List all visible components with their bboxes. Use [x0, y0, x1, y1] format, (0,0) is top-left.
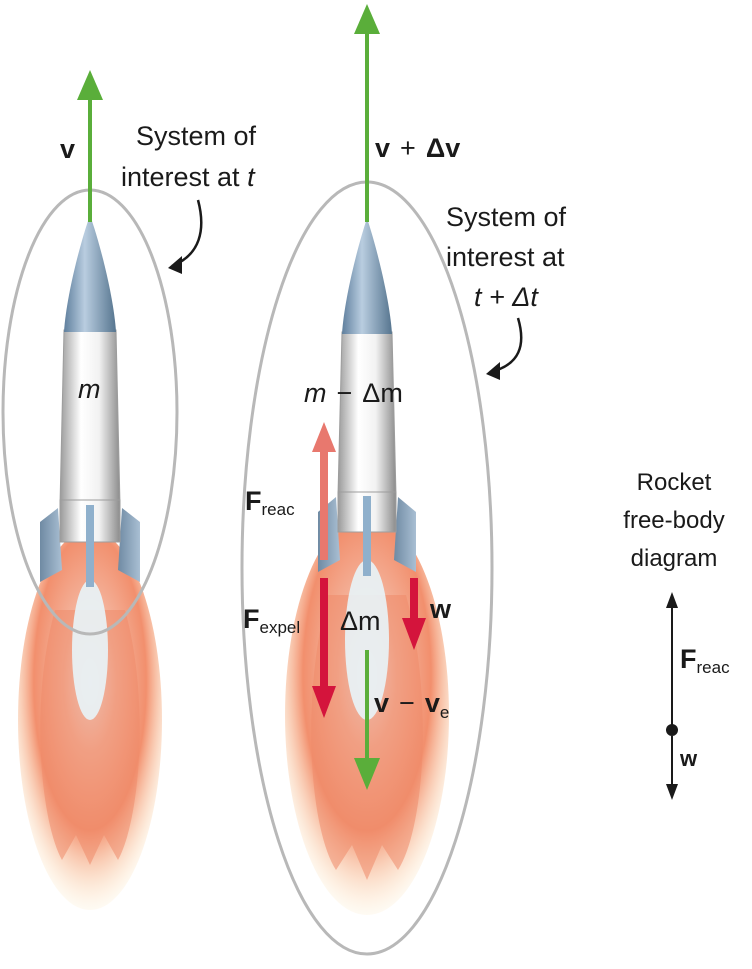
free-body-weight-label: w [679, 746, 698, 771]
free-body-title-line3: diagram [631, 545, 718, 572]
free-body-title-line1: Rocket [637, 469, 712, 496]
middle-velocity-label: v+Δv [375, 133, 460, 163]
middle-system-label-line2: interest at [446, 242, 565, 272]
left-mass-label: m [78, 374, 101, 404]
left-system-label-line2: interest at t [121, 162, 256, 192]
free-body-reaction-label: Freac [680, 644, 730, 677]
free-body-point [666, 724, 678, 736]
middle-mass-label: m−Δm [304, 378, 403, 408]
middle-reaction-force-label: Freac [245, 486, 295, 519]
middle-weight-label: w [429, 594, 452, 624]
middle-expel-force-label: Fexpel [243, 604, 300, 637]
left-pointer-arrow [171, 199, 203, 268]
middle-pointer-arrow [489, 317, 523, 374]
expelled-mass-label: Δm [340, 606, 381, 636]
left-system-label-line1: System of [136, 121, 257, 151]
middle-system-label-line1: System of [446, 202, 567, 232]
left-rocket [40, 215, 140, 587]
left-flame [18, 530, 162, 910]
left-velocity-label: v [60, 134, 75, 164]
free-body-title-line2: free-body [623, 507, 724, 534]
exhaust-velocity-label: v−ve [374, 688, 449, 722]
middle-system-label-line3: t + Δt [474, 282, 539, 312]
